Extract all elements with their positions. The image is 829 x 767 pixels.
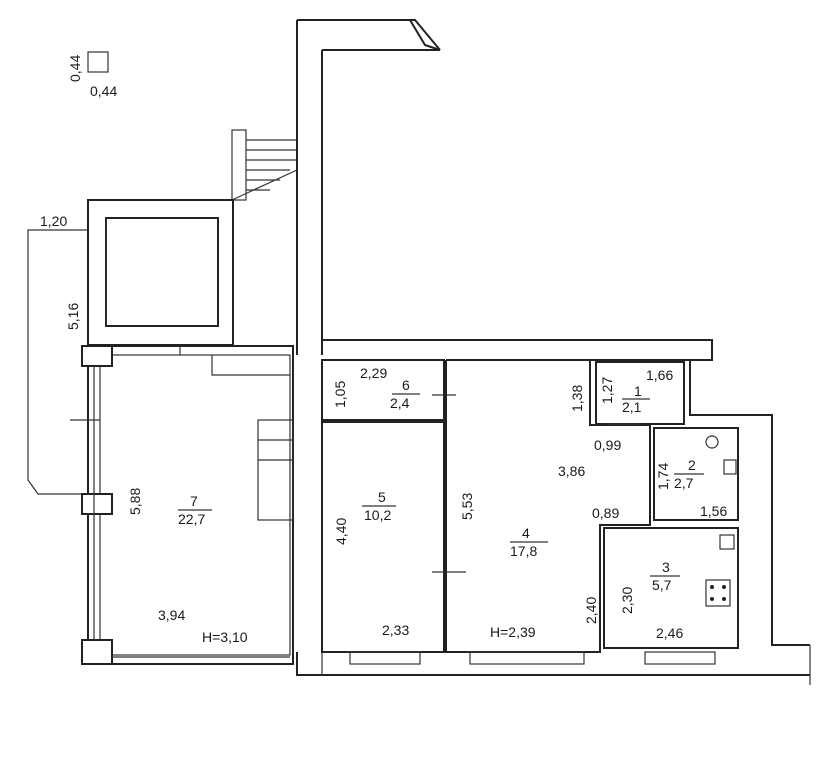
room2-length: 1,74 [655,463,671,490]
room7-area: 22,7 [178,511,205,527]
room4-length: 5,53 [459,493,475,520]
staircase [231,129,298,201]
balcony-length: 5,16 [65,303,81,330]
room7-number: 7 [190,493,198,509]
room1-width: 1,27 [599,377,615,404]
balcony-width: 1,20 [40,213,67,229]
room1-area: 2,1 [622,399,642,415]
room1-door: 0,99 [594,437,621,453]
room3-area: 5,7 [652,577,672,593]
room5-length: 4,40 [333,518,349,545]
room6-depth: 1,05 [332,381,348,408]
room4-number: 4 [522,525,530,541]
room-3 [603,527,739,649]
room-6 [321,359,445,421]
room5-number: 5 [378,489,386,505]
scale-height: 0,44 [67,55,83,82]
room3-number: 3 [662,559,670,575]
room4-niche-c: 2,40 [583,597,599,624]
room4-height: H=2,39 [490,624,536,640]
room3-length: 2,30 [619,587,635,614]
scale-square [87,51,109,73]
room5-width: 2,33 [382,622,409,638]
scale-width: 0,44 [90,83,117,99]
room4-area: 17,8 [510,543,537,559]
room1-number: 1 [634,383,642,399]
room2-number: 2 [688,457,696,473]
room4-niche-b: 0,89 [592,505,619,521]
room2-area: 2,7 [674,475,694,491]
room6-number: 6 [402,377,410,393]
room4-width: 3,86 [558,463,585,479]
room2-width: 1,56 [700,503,727,519]
room3-width: 2,46 [656,625,683,641]
room7-length: 5,88 [127,488,143,515]
room-7 [70,345,294,665]
room6-area: 2,4 [390,395,410,411]
sink-icon-kitchen [719,534,735,550]
room5-area: 10,2 [364,507,391,523]
room-2 [653,427,739,521]
room7-width: 3,94 [158,607,185,623]
room4-niche-a: 1,38 [569,385,585,412]
room6-width: 2,29 [360,365,387,381]
stove-icon [705,579,731,607]
sink-icon [723,459,737,475]
toilet-icon [705,435,719,449]
bottom-wall [296,645,811,685]
room1-length: 1,66 [646,367,673,383]
balcony [27,199,234,495]
stair-shaft [296,19,441,355]
room7-height: H=3,10 [202,629,248,645]
